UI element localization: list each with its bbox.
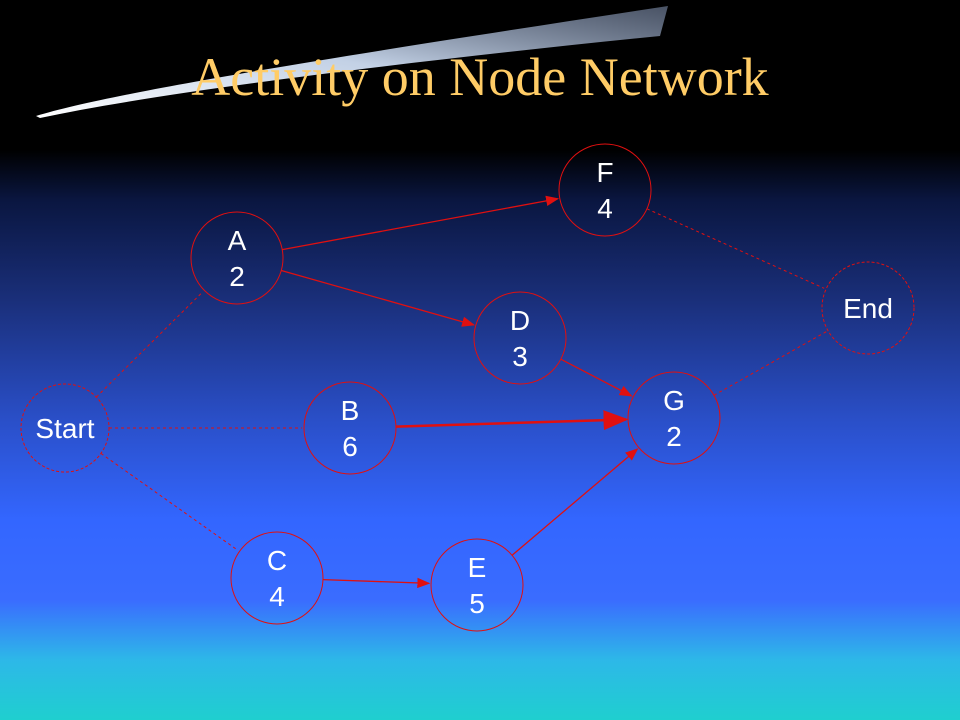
- node-name-e: E: [468, 552, 487, 583]
- node-circle-end: [821, 261, 915, 355]
- node-name-start: Start: [35, 413, 94, 444]
- node-circle-start: [20, 383, 110, 473]
- node-name-d: D: [510, 305, 530, 336]
- node-name-end: End: [843, 293, 893, 324]
- edge-d-to-g: [560, 358, 633, 397]
- node-g: G2: [627, 371, 721, 465]
- node-d: D3: [473, 291, 567, 385]
- edges-layer: [95, 195, 827, 589]
- slide-title: Activity on Node Network: [191, 47, 769, 107]
- node-circle-b: [303, 381, 397, 475]
- node-a: A2: [190, 211, 284, 305]
- node-circle-a: [190, 211, 284, 305]
- node-duration-a: 2: [229, 261, 245, 292]
- node-duration-c: 4: [269, 581, 285, 612]
- node-duration-f: 4: [597, 193, 613, 224]
- node-e: E5: [430, 538, 524, 632]
- node-circle-e: [430, 538, 524, 632]
- node-b: B6: [303, 381, 397, 475]
- edge-b-to-g: [395, 410, 629, 431]
- edge-start-to-a: [95, 291, 204, 398]
- node-f: F4: [558, 143, 652, 237]
- edge-start-to-c: [100, 453, 239, 551]
- node-end: End: [821, 261, 915, 355]
- node-circle-c: [230, 531, 324, 625]
- node-duration-d: 3: [512, 341, 528, 372]
- edge-c-to-e: [322, 577, 431, 589]
- node-name-a: A: [228, 225, 247, 256]
- node-name-g: G: [663, 385, 685, 416]
- node-duration-g: 2: [666, 421, 682, 452]
- node-name-f: F: [596, 157, 613, 188]
- node-circle-f: [558, 143, 652, 237]
- node-start: Start: [20, 383, 110, 473]
- node-name-b: B: [341, 395, 360, 426]
- edge-e-to-g: [511, 448, 639, 556]
- node-circle-g: [627, 371, 721, 465]
- node-name-c: C: [267, 545, 287, 576]
- comet-swoosh-decoration: [36, 6, 668, 118]
- edge-g-to-end: [713, 331, 827, 396]
- node-duration-e: 5: [469, 588, 485, 619]
- node-duration-b: 6: [342, 431, 358, 462]
- edge-a-to-f: [282, 195, 560, 251]
- node-circle-d: [473, 291, 567, 385]
- node-c: C4: [230, 531, 324, 625]
- edge-f-to-end: [646, 208, 825, 289]
- edge-a-to-d: [281, 269, 476, 327]
